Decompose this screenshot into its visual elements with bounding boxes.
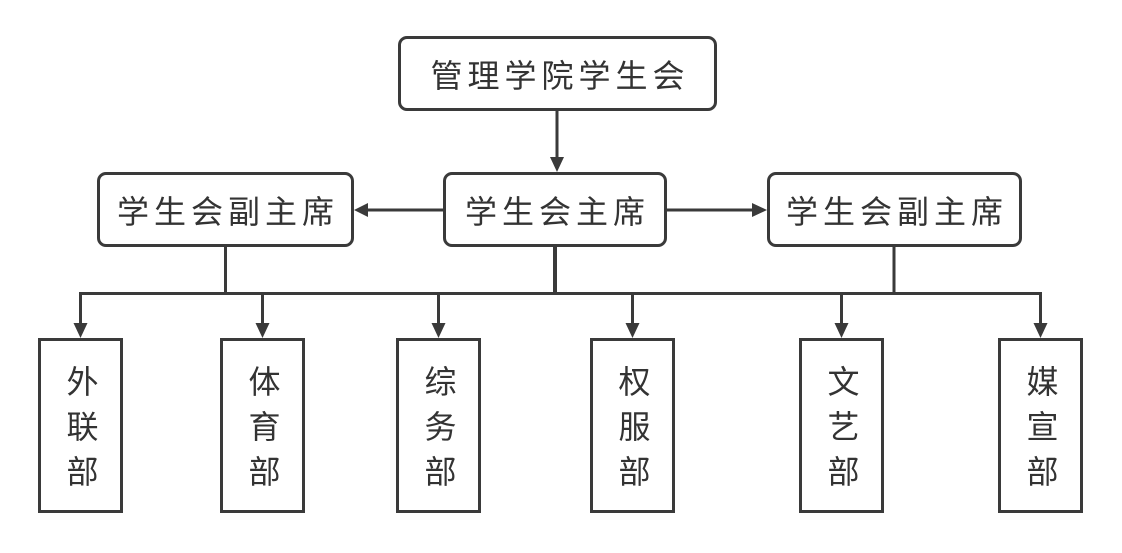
node-dept-arts-label: 文艺部 [823,364,860,500]
connector-dept-5 [834,293,849,338]
node-dept-external-relations-label: 外联部 [62,364,99,500]
node-vice-president-right-label: 学生会副主席 [785,193,1008,230]
node-president: 学生会主席 [443,172,667,247]
node-dept-sports: 体育部 [220,338,305,513]
node-president-label: 学生会主席 [464,193,650,230]
connector-dept-6 [1033,293,1048,338]
node-dept-general-affairs-label: 综务部 [420,364,457,500]
node-vice-president-left: 学生会副主席 [97,172,354,247]
node-student-union-root: 管理学院学生会 [398,36,717,111]
node-dept-media-publicity-label: 媒宣部 [1022,364,1059,500]
node-dept-rights-service: 权服部 [590,338,675,513]
node-dept-external-relations: 外联部 [38,338,123,513]
node-dept-sports-label: 体育部 [244,364,281,500]
connector-president-to-vp-right [667,203,767,217]
node-dept-media-publicity: 媒宣部 [998,338,1083,513]
connector-dept-2 [255,293,270,338]
node-dept-arts: 文艺部 [799,338,884,513]
node-dept-rights-service-label: 权服部 [614,364,651,500]
connector-root-to-president [550,111,564,172]
node-vice-president-left-label: 学生会副主席 [116,193,339,230]
node-vice-president-right: 学生会副主席 [767,172,1022,247]
connector-dept-1 [73,293,88,338]
node-dept-general-affairs: 综务部 [396,338,481,513]
connector-dept-4 [625,293,640,338]
connector-dept-3 [431,293,446,338]
connector-president-to-vp-left [354,203,443,217]
node-student-union-root-label: 管理学院学生会 [430,57,690,94]
